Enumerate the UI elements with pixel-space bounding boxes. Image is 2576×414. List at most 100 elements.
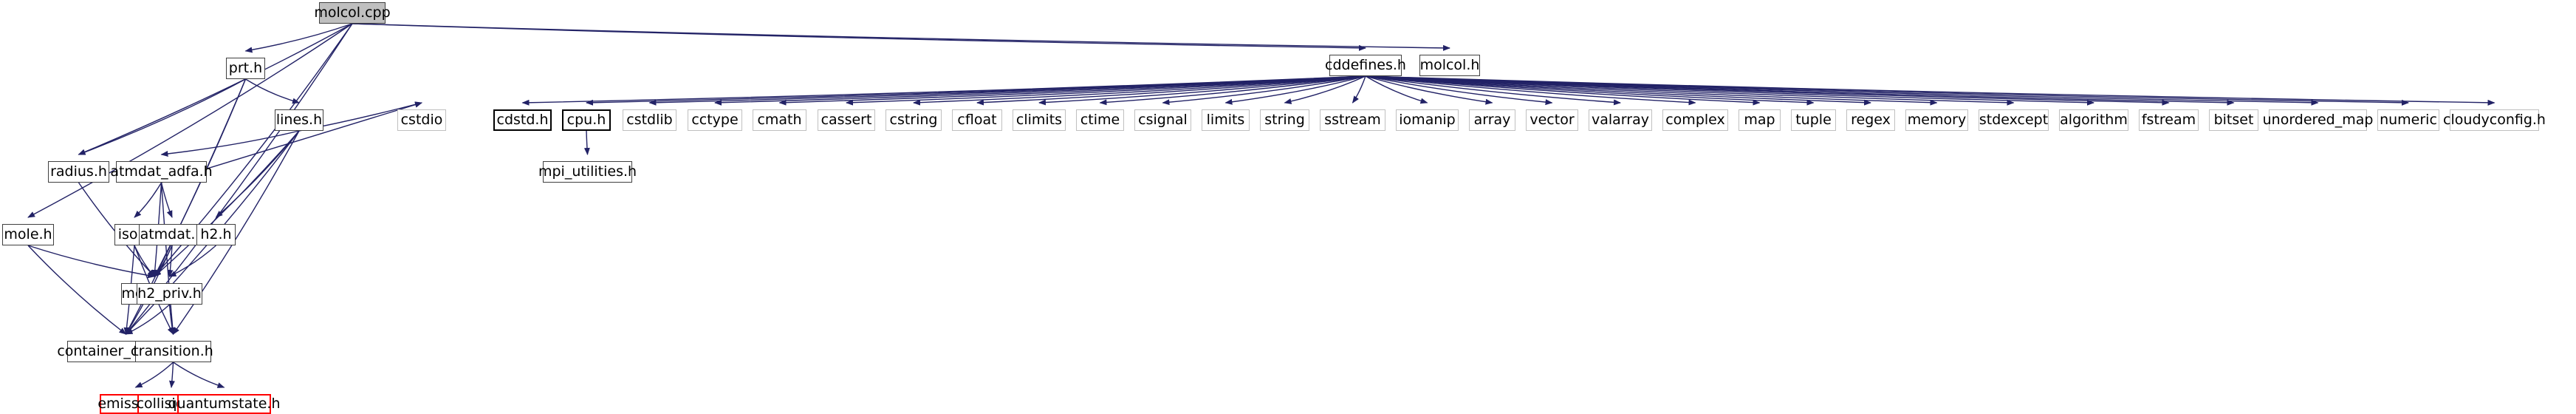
edge-molcol.cpp-to-cddefines.h bbox=[352, 23, 1366, 51]
edge-cddefines.h-to-cctype bbox=[714, 75, 1366, 106]
edge-atmdat_adfa.h-to-iso.h bbox=[134, 182, 162, 218]
edge-lines.h-to-module.h bbox=[154, 130, 300, 277]
graph-node-memory[interactable]: memory bbox=[1905, 109, 1968, 131]
edge-cddefines.h-to-bitset bbox=[1365, 75, 2235, 106]
edge-transition.h-to-quantumstate.h bbox=[173, 362, 225, 388]
edge-transition.h-to-collision.h bbox=[168, 362, 175, 388]
graph-node-bitset[interactable]: bitset bbox=[2209, 109, 2258, 131]
graph-node-cddefines-h[interactable]: cddefines.h bbox=[1325, 55, 1406, 76]
graph-node-cctype[interactable]: cctype bbox=[688, 109, 742, 131]
graph-node-complex[interactable]: complex bbox=[1662, 109, 1728, 131]
graph-node-map[interactable]: map bbox=[1739, 109, 1781, 131]
edge-cddefines.h-to-cstring bbox=[913, 75, 1366, 106]
graph-node-cpu-h[interactable]: cpu.h bbox=[562, 109, 611, 131]
graph-node-lines-h[interactable]: lines.h bbox=[275, 109, 323, 131]
edge-cddefines.h-to-fstream bbox=[1365, 75, 2170, 106]
edge-cddefines.h-to-unordered_map bbox=[1365, 75, 2319, 106]
edge-lines.h-to-atmdat_adfa.h bbox=[160, 130, 300, 157]
graph-node-quantumstate-h[interactable]: quantumstate.h bbox=[168, 394, 281, 414]
edge-cddefines.h-to-memory bbox=[1365, 75, 1938, 106]
edge-cddefines.h-to-valarray bbox=[1365, 75, 1621, 106]
graph-node-h2-h[interactable]: h2.h bbox=[196, 224, 236, 245]
edge-h2_priv.h-to-container_classes.h bbox=[125, 304, 170, 335]
edge-atmdat.h-to-h2_priv.h bbox=[167, 245, 174, 277]
graph-node-cfloat[interactable]: cfloat bbox=[952, 109, 1002, 131]
edge-h2.h-to-h2_priv.h bbox=[168, 245, 216, 277]
edge-lines.h-to-h2.h bbox=[215, 130, 300, 218]
graph-node-numeric[interactable]: numeric bbox=[2377, 109, 2439, 131]
graph-node-molcol-h[interactable]: molcol.h bbox=[1419, 55, 1480, 76]
edge-cddefines.h-to-string bbox=[1284, 75, 1366, 104]
graph-node-cdstd-h[interactable]: cdstd.h bbox=[493, 109, 552, 131]
graph-node-valarray[interactable]: valarray bbox=[1589, 109, 1652, 131]
graph-node-prt-h[interactable]: prt.h bbox=[226, 58, 265, 79]
edge-cddefines.h-to-limits bbox=[1224, 75, 1366, 105]
edge-prt.h-to-lines.h bbox=[245, 78, 300, 104]
edge-cddefines.h-to-algorithm bbox=[1365, 75, 2094, 106]
graph-node-array[interactable]: array bbox=[1469, 109, 1515, 131]
edge-atmdat.h-to-module.h bbox=[154, 245, 173, 277]
edge-cddefines.h-to-cloudyconfig.h bbox=[1365, 75, 2496, 106]
graph-node-cstdio[interactable]: cstdio bbox=[397, 109, 446, 131]
graph-node-mpi-utilities-h[interactable]: mpi_utilities.h bbox=[538, 161, 637, 183]
edge-cddefines.h-to-map bbox=[1365, 75, 1761, 106]
edge-cddefines.h-to-stdexcept bbox=[1365, 75, 2015, 106]
edge-cddefines.h-to-complex bbox=[1365, 75, 1696, 106]
edge-cddefines.h-to-cassert bbox=[846, 75, 1366, 106]
edge-cddefines.h-to-regex bbox=[1365, 75, 1871, 106]
graph-node-limits[interactable]: limits bbox=[1202, 109, 1250, 131]
graph-node-cstring[interactable]: cstring bbox=[886, 109, 942, 131]
edge-cddefines.h-to-array bbox=[1365, 75, 1493, 105]
edge-molcol.cpp-to-prt.h bbox=[244, 23, 353, 53]
edge-cddefines.h-to-cstdlib bbox=[648, 75, 1366, 106]
edge-mole.h-to-module.h bbox=[27, 245, 155, 279]
graph-node-stdexcept[interactable]: stdexcept bbox=[1979, 109, 2049, 131]
edge-atmdat_adfa.h-to-atmdat.h bbox=[160, 182, 173, 218]
graph-node-algorithm[interactable]: algorithm bbox=[2059, 109, 2128, 131]
graph-node-regex[interactable]: regex bbox=[1846, 109, 1895, 131]
edge-molcol.cpp-to-molcol.h bbox=[352, 23, 1450, 51]
edge-cddefines.h-to-numeric bbox=[1365, 75, 2409, 106]
edge-prt.h-to-radius.h bbox=[78, 78, 246, 155]
graph-node-ctime[interactable]: ctime bbox=[1076, 109, 1124, 131]
edge-h2_priv.h-to-transition.h bbox=[168, 304, 175, 335]
edge-cddefines.h-to-csignal bbox=[1162, 75, 1366, 106]
edge-iso.h-to-module.h bbox=[134, 245, 155, 277]
graph-node-cstdlib[interactable]: cstdlib bbox=[623, 109, 676, 131]
graph-node-cassert[interactable]: cassert bbox=[818, 109, 875, 131]
edge-cddefines.h-to-sstream bbox=[1352, 75, 1366, 104]
graph-node-radius-h[interactable]: radius.h bbox=[48, 161, 109, 183]
graph-node-climits[interactable]: climits bbox=[1013, 109, 1066, 131]
graph-node-cmath[interactable]: cmath bbox=[753, 109, 806, 131]
edge-transition.h-to-emission.h bbox=[134, 362, 174, 388]
edge-cpu.h-to-mpi_utilities.h bbox=[583, 130, 590, 155]
edge-cddefines.h-to-tuple bbox=[1365, 75, 1815, 106]
graph-node-atmdat-adfa-h[interactable]: atmdat_adfa.h bbox=[110, 161, 213, 183]
graph-node-transition-h[interactable]: transition.h bbox=[133, 341, 213, 362]
graph-node-fstream[interactable]: fstream bbox=[2139, 109, 2199, 131]
graph-node-molcol-cpp[interactable]: molcol.cpp bbox=[314, 2, 391, 24]
edge-cddefines.h-to-climits bbox=[1038, 75, 1366, 106]
graph-node-h2-priv-h[interactable]: h2_priv.h bbox=[137, 283, 202, 305]
edge-cddefines.h-to-cfloat bbox=[976, 75, 1366, 106]
graph-node-atmdat-h[interactable]: atmdat.h bbox=[139, 224, 205, 245]
edge-cddefines.h-to-ctime bbox=[1099, 75, 1366, 106]
graph-node-mole-h[interactable]: mole.h bbox=[2, 224, 54, 245]
graph-node-vector[interactable]: vector bbox=[1526, 109, 1578, 131]
edge-cddefines.h-to-cpu.h bbox=[586, 75, 1366, 106]
graph-node-iomanip[interactable]: iomanip bbox=[1396, 109, 1459, 131]
graph-node-string[interactable]: string bbox=[1260, 109, 1309, 131]
graph-node-sstream[interactable]: sstream bbox=[1320, 109, 1385, 131]
edge-cddefines.h-to-cmath bbox=[778, 75, 1366, 106]
graph-node-cloudyconfig-h[interactable]: cloudyconfig.h bbox=[2443, 109, 2546, 131]
graph-node-csignal[interactable]: csignal bbox=[1134, 109, 1191, 131]
graph-node-unordered-map[interactable]: unordered_map bbox=[2263, 109, 2373, 131]
edge-cddefines.h-to-vector bbox=[1365, 75, 1553, 106]
edge-molcol.cpp-to-radius.h bbox=[78, 23, 353, 155]
edge-mole.h-to-container_classes.h bbox=[27, 245, 127, 335]
graph-node-tuple[interactable]: tuple bbox=[1791, 109, 1836, 131]
edge-atmdat_adfa.h-to-transition.h bbox=[160, 182, 176, 335]
edge-cddefines.h-to-iomanip bbox=[1365, 75, 1428, 104]
